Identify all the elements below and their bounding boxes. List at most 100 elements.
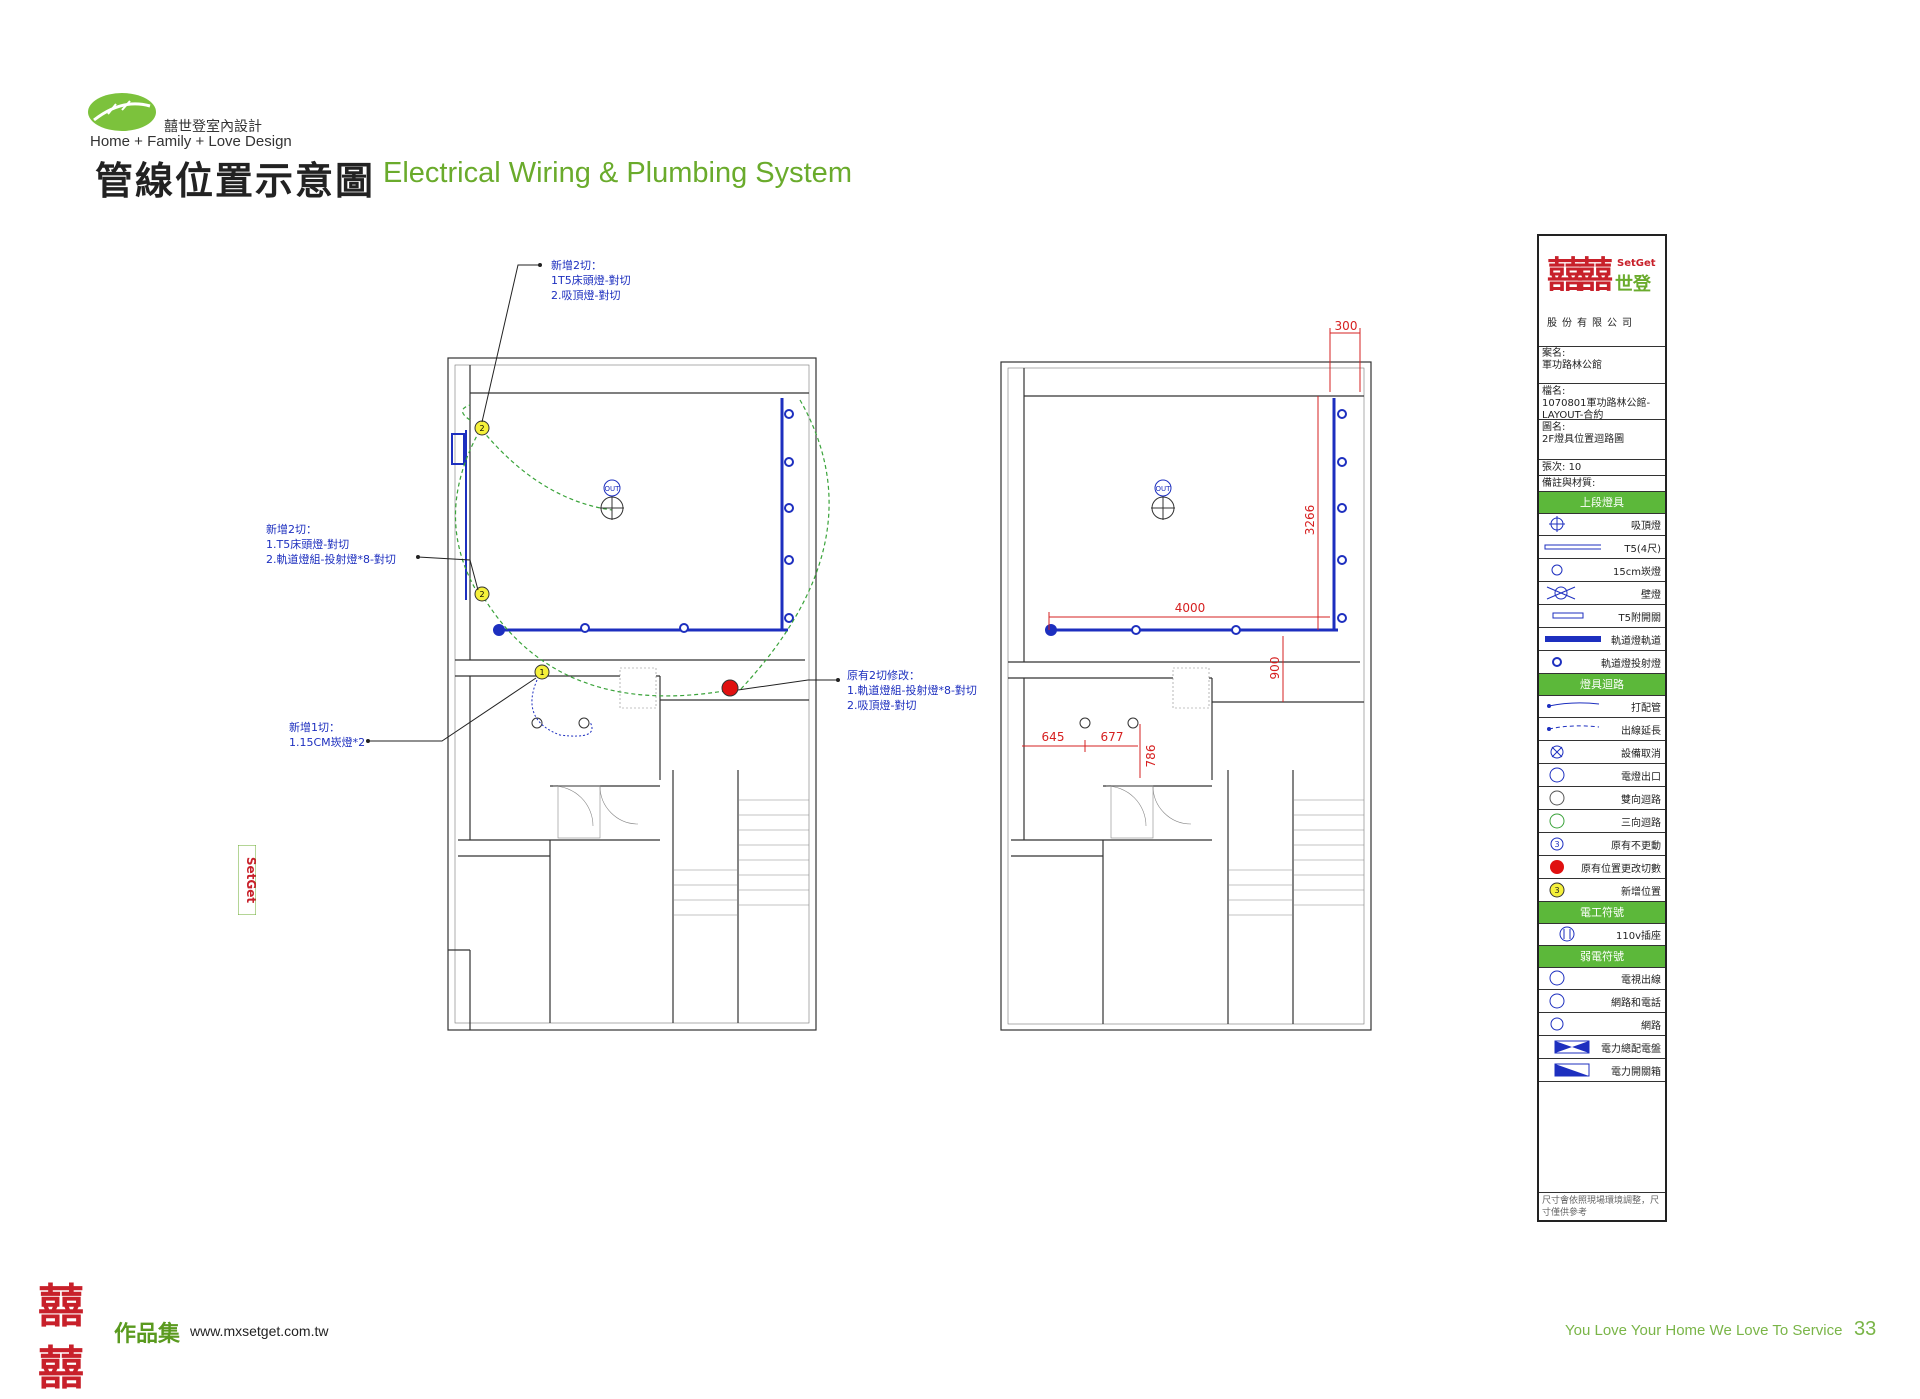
legend-badge-value: 3 bbox=[1554, 840, 1559, 849]
legend-row: 軌道燈投射燈 bbox=[1539, 651, 1665, 674]
sheet-label: 張次: bbox=[1542, 462, 1566, 473]
side-watermark: SetGet bbox=[238, 845, 256, 915]
legend-label: 110v插座 bbox=[1615, 931, 1661, 942]
note-right-line: 2.吸頂燈-對切 bbox=[847, 699, 917, 712]
note-bottom-line: 新增1切： bbox=[289, 721, 340, 734]
leader-lines bbox=[368, 264, 838, 742]
plan-right-fixtures bbox=[1079, 479, 1175, 729]
legend-label: 電力開關箱 bbox=[1611, 1067, 1661, 1078]
legend-row: 15cm崁燈 bbox=[1539, 559, 1665, 582]
section-low-voltage-symbols: 弱電符號 bbox=[1539, 946, 1665, 968]
legend-row: T5(4尺) bbox=[1539, 536, 1665, 559]
legend-row: 出線延長 bbox=[1539, 718, 1665, 741]
project-value: 軍功路林公館 bbox=[1542, 360, 1602, 371]
three-way-circuit-icon bbox=[1549, 813, 1565, 829]
note-bottom: 新增1切： 1.15CM崁燈*2 bbox=[289, 720, 365, 750]
legend-label: 軌道燈軌道 bbox=[1611, 636, 1661, 647]
plan-right-track bbox=[1049, 398, 1338, 632]
remarks-label: 備註與材質: bbox=[1542, 478, 1596, 489]
section-electrical-symbols: 電工符號 bbox=[1539, 902, 1665, 924]
switch-box-icon bbox=[1554, 1063, 1590, 1077]
note-right-line: 1.軌道燈組-投射燈*8-對切 bbox=[847, 684, 977, 697]
note-mid-line: 2.軌道燈組-投射燈*8-對切 bbox=[266, 553, 396, 566]
legend-label: 電燈出口 bbox=[1621, 772, 1661, 783]
legend-row: 電力開關箱 bbox=[1539, 1059, 1665, 1082]
note-mid-line: 1.T5床頭燈-對切 bbox=[266, 538, 350, 551]
legend-row: 3 新增位置 bbox=[1539, 879, 1665, 902]
brand-name: 囍世登室內設計 bbox=[164, 119, 262, 135]
out-label-right: OUT bbox=[1156, 485, 1172, 493]
page-number: 33 bbox=[1854, 1318, 1877, 1340]
note-bottom-line: 1.15CM崁燈*2 bbox=[289, 736, 366, 749]
legend-label: T5(4尺) bbox=[1624, 544, 1661, 555]
footer-url[interactable]: www.mxsetget.com.tw bbox=[190, 1323, 329, 1339]
note-top-line: 新增2切： bbox=[551, 259, 602, 272]
project-field: 案名: 軍功路林公館 bbox=[1539, 346, 1665, 384]
sheet-field: 張次: 10 bbox=[1539, 460, 1665, 476]
legend-label: 打配管 bbox=[1631, 703, 1661, 714]
dim-645: 645 bbox=[1042, 730, 1065, 744]
outlet-110v-icon bbox=[1559, 926, 1575, 942]
legend-row: 110v插座 bbox=[1539, 923, 1665, 946]
legend-row: 三向迴路 bbox=[1539, 810, 1665, 833]
unchanged-icon: 3 bbox=[1550, 837, 1564, 851]
cancel-device-icon bbox=[1550, 745, 1564, 759]
conduit-icon bbox=[1547, 702, 1600, 708]
drawing-label: 圖名: bbox=[1542, 422, 1566, 433]
brand-leaf-logo bbox=[88, 93, 156, 131]
file-field: 檔名: 1070801軍功路林公館-LAYOUT-合約 bbox=[1539, 384, 1665, 421]
dim-786: 786 bbox=[1144, 745, 1158, 768]
dim-4000: 4000 bbox=[1175, 601, 1206, 615]
plan-right-spotlights bbox=[1045, 409, 1347, 636]
legend-label: 設備取消 bbox=[1621, 749, 1661, 760]
legend-row: 原有位置更改切數 bbox=[1539, 856, 1665, 879]
plan-left-track bbox=[451, 398, 788, 632]
legend-row: 網路和電話 bbox=[1539, 990, 1665, 1013]
legend-label: 吸頂燈 bbox=[1631, 521, 1661, 532]
title-block-logo: 囍 囍 SetGet 世登 股份有限公司 bbox=[1539, 236, 1665, 347]
legend-row: 壁燈 bbox=[1539, 582, 1665, 605]
outlet-out-icon bbox=[1549, 767, 1565, 783]
drawing-field: 圖名: 2F燈具位置迴路圖 bbox=[1539, 420, 1665, 460]
two-way-circuit-icon bbox=[1549, 790, 1565, 806]
title-block-footnote: 尺寸會依照現場環境調整，尺寸僅供參考 bbox=[1539, 1192, 1665, 1220]
dimension-lines bbox=[1022, 328, 1361, 778]
dim-900: 900 bbox=[1268, 657, 1282, 680]
sheet-value: 10 bbox=[1568, 462, 1582, 473]
dim-300: 300 bbox=[1335, 319, 1358, 333]
t5-lamp-icon bbox=[1544, 544, 1601, 550]
legend-row: T5附開關 bbox=[1539, 605, 1665, 628]
section-upper-fixtures: 上段燈具 bbox=[1539, 492, 1665, 514]
plan-right-walls bbox=[1000, 361, 1372, 1031]
legend-label: T5附開關 bbox=[1618, 613, 1661, 624]
legend-label: 網路和電話 bbox=[1611, 998, 1661, 1009]
legend-label: 15cm崁燈 bbox=[1613, 567, 1661, 578]
downlight-icon bbox=[1551, 564, 1563, 576]
legend-row: 吸頂燈 bbox=[1539, 513, 1665, 536]
plan-left-walls bbox=[447, 357, 817, 1031]
legend-badge-value: 3 bbox=[1554, 886, 1559, 895]
note-mid: 新增2切： 1.T5床頭燈-對切 2.軌道燈組-投射燈*8-對切 bbox=[266, 522, 396, 567]
legend-row: 軌道燈軌道 bbox=[1539, 628, 1665, 651]
legend-label: 原有位置更改切數 bbox=[1581, 864, 1661, 875]
side-watermark-text: SetGet bbox=[244, 857, 256, 904]
company-name: 股份有限公司 bbox=[1547, 318, 1637, 329]
legend-row: 電視出線 bbox=[1539, 967, 1665, 990]
plan-left-badges: 2 2 1 bbox=[474, 420, 739, 697]
brand-tagline: Home + Family + Love Design bbox=[90, 133, 292, 150]
footer-slogan: You Love Your Home We Love To Service bbox=[1565, 1322, 1843, 1339]
file-value: 1070801軍功路林公館-LAYOUT-合約 bbox=[1542, 398, 1651, 421]
note-top-line: 2.吸頂燈-對切 bbox=[551, 289, 621, 302]
page-title-zh: 管線位置示意圖 bbox=[95, 158, 376, 203]
badge-2: 2 bbox=[479, 590, 484, 599]
tv-outlet-icon bbox=[1549, 970, 1565, 986]
logo-glyph: 囍 bbox=[1577, 255, 1614, 296]
floor-plans: OUT 2 2 1 bbox=[366, 263, 1372, 1031]
footer-logo-glyph: 囍 bbox=[38, 1341, 84, 1395]
legend-row: 電力總配電盤 bbox=[1539, 1036, 1665, 1059]
legend-row: 3 原有不更動 bbox=[1539, 833, 1665, 856]
footer-logo-glyph: 囍 bbox=[38, 1279, 84, 1333]
drawing-value: 2F燈具位置迴路圖 bbox=[1542, 434, 1625, 445]
note-right-line: 原有2切修改： bbox=[847, 669, 920, 682]
distribution-panel-icon bbox=[1554, 1040, 1590, 1054]
